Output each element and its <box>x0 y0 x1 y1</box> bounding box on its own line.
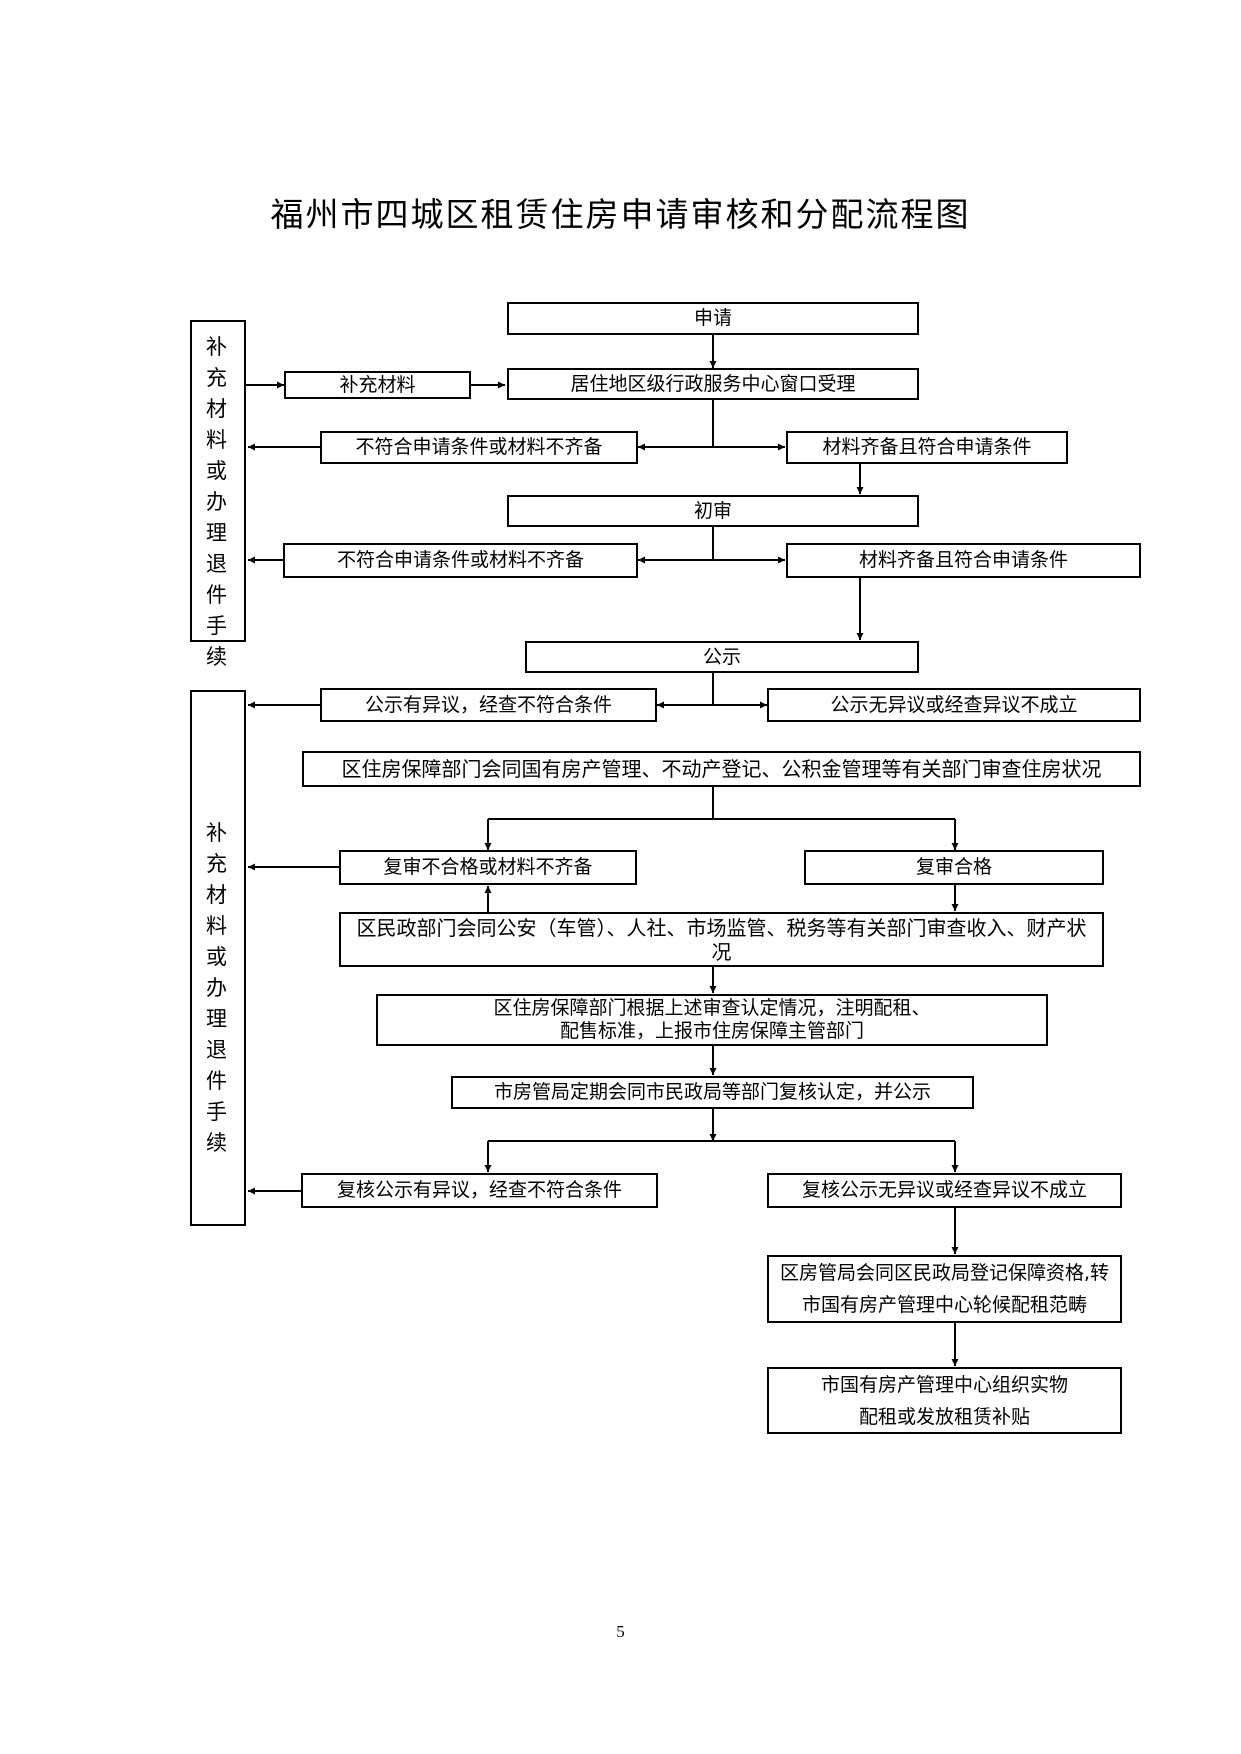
side-box-label: 补充材料或办理退件手续 <box>206 821 230 1155</box>
node-recheck-fail: 复审不合格或材料不齐备 <box>339 850 637 885</box>
node-city-review: 市房管局定期会同市民政局等部门复核认定，并公示 <box>451 1076 974 1109</box>
node-window-accept: 居住地区级行政服务中心窗口受理 <box>507 368 919 400</box>
node-publicity: 公示 <box>525 641 919 673</box>
side-box-label: 补充材料或办理退件手续 <box>206 335 230 669</box>
node-fail-1: 不符合申请条件或材料不齐备 <box>320 431 638 464</box>
side-box-supplement-bottom: 补充材料或办理退件手续 <box>190 690 246 1226</box>
node-register: 区房管局会同区民政局登记保障资格,转市国有房产管理中心轮候配租范畴 <box>767 1255 1122 1323</box>
node-allocate: 市国有房产管理中心组织实物配租或发放租赁补贴 <box>767 1367 1122 1434</box>
node-pass-1: 材料齐备且符合申请条件 <box>786 431 1068 464</box>
node-review-objection: 复核公示有异议，经查不符合条件 <box>301 1173 658 1208</box>
node-supplement: 补充材料 <box>284 371 471 399</box>
node-first-review: 初审 <box>507 495 919 527</box>
node-fail-2: 不符合申请条件或材料不齐备 <box>283 543 638 578</box>
node-no-objection: 公示无异议或经查异议不成立 <box>767 688 1141 722</box>
node-apply: 申请 <box>507 302 919 335</box>
side-box-supplement-top: 补充材料或办理退件手续 <box>190 320 246 669</box>
node-income-check: 区民政部门会同公安（车管）、人社、市场监管、税务等有关部门审查收入、财产状况 <box>339 912 1104 967</box>
node-recheck-pass: 复审合格 <box>804 850 1104 885</box>
node-objection: 公示有异议，经查不符合条件 <box>320 688 657 722</box>
node-pass-2: 材料齐备且符合申请条件 <box>786 543 1141 578</box>
node-review-no-objection: 复核公示无异议或经查异议不成立 <box>767 1173 1122 1208</box>
node-housing-check: 区住房保障部门会同国有房产管理、不动产登记、公积金管理等有关部门审查住房状况 <box>302 751 1141 787</box>
page-title: 福州市四城区租赁住房申请审核和分配流程图 <box>270 195 971 234</box>
page-number: 5 <box>616 1622 625 1641</box>
node-standard: 区住房保障部门根据上述审查认定情况，注明配租、配售标准，上报市住房保障主管部门 <box>376 994 1048 1046</box>
